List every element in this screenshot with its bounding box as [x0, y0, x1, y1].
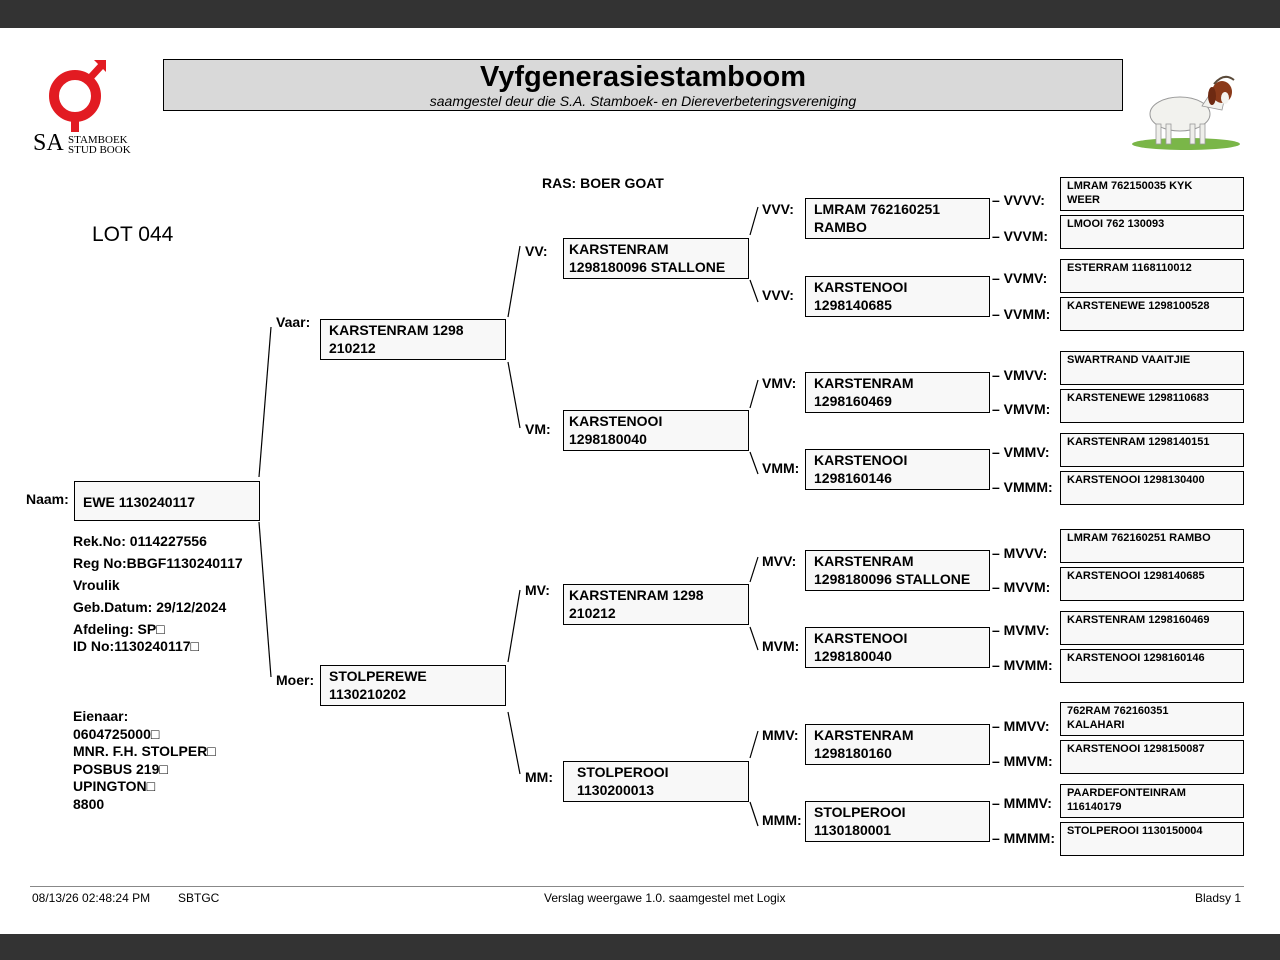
gen4-box-mvmv: KARSTENRAM 1298160469	[1060, 611, 1244, 645]
gen4-label-mvmv: – MVMV:	[992, 622, 1050, 638]
viewer-bottom-bar	[0, 934, 1280, 960]
gen2-label-vm: VM:	[525, 421, 551, 437]
gen2-box-mv: KARSTENRAM 1298 210212	[563, 584, 749, 625]
gen3-label-mvm: MVM:	[762, 638, 800, 654]
gen2-label-vv: VV:	[525, 243, 548, 259]
animal-name-box: EWE 1130240117	[74, 481, 260, 521]
gen4-label-mmvv: – MMVV:	[992, 718, 1050, 734]
stamboek-logo: SA STAMBOEK STUD BOOK	[30, 58, 140, 158]
footer-report: Verslag weergawe 1.0. saamgestel met Log…	[544, 891, 786, 905]
gen4-box-vvvv: LMRAM 762150035 KYK WEER	[1060, 177, 1244, 211]
gen4-box-vmvm: KARSTENEWE 1298110683	[1060, 389, 1244, 423]
owner-postcode: 8800	[73, 795, 105, 812]
gen2-box-vv: KARSTENRAM 1298180096 STALLONE	[563, 238, 749, 279]
gen3-box-mmm: STOLPEROOI 1130180001	[805, 801, 990, 842]
gen4-box-vmmm: KARSTENOOI 1298130400	[1060, 471, 1244, 505]
gen4-label-vvvv: – VVVV:	[992, 192, 1045, 208]
detail-section: Afdeling: SP□	[73, 621, 165, 637]
gen4-label-vvmv: – VVMV:	[992, 270, 1048, 286]
gender-symbol-icon	[49, 60, 106, 132]
sire-label: Vaar:	[276, 314, 311, 330]
gen4-box-vmmv: KARSTENRAM 1298140151	[1060, 433, 1244, 467]
detail-birth-date: Geb.Datum: 29/12/2024	[73, 599, 227, 615]
owner-block: Eienaar: 0604725000□ MNR. F.H. STOLPER□ …	[73, 708, 216, 813]
gen3-box-vvv-2: KARSTENOOI 1298140685	[805, 276, 990, 317]
footer-page: Bladsy 1	[1195, 891, 1242, 905]
gen2-box-vm: KARSTENOOI 1298180040	[563, 410, 749, 451]
gen4-box-mvmm: KARSTENOOI 1298160146	[1060, 649, 1244, 683]
owner-address: POSBUS 219□	[73, 760, 168, 777]
gen4-box-mmmm: STOLPEROOI 1130150004	[1060, 822, 1244, 856]
gen4-label-mvvv: – MVVV:	[992, 545, 1048, 561]
gen4-box-mmvv: 762RAM 762160351 KALAHARI	[1060, 702, 1244, 736]
gen4-box-mmmv: PAARDEFONTEINRAM 116140179	[1060, 784, 1244, 818]
owner-heading: Eienaar:	[73, 708, 129, 724]
gen4-box-vmvv: SWARTRAND VAAITJIE	[1060, 351, 1244, 385]
gen4-box-vvmm: KARSTENEWE 1298100528	[1060, 297, 1244, 331]
gen4-label-vvvm: – VVVM:	[992, 228, 1049, 244]
gen4-box-mvvv: LMRAM 762160251 RAMBO	[1060, 529, 1244, 563]
logo-sa-text: SA	[33, 130, 64, 156]
gen3-label-mmm: MMM:	[762, 812, 802, 828]
gen4-box-vvmv: ESTERRAM 1168110012	[1060, 259, 1244, 293]
footer-datetime: 08/13/26 02:48:24 PM	[32, 891, 151, 905]
breed-label: RAS: BOER GOAT	[542, 175, 664, 191]
gen3-label-vvv-2: VVV:	[762, 287, 794, 303]
dam-label: Moer:	[276, 672, 315, 688]
gen4-label-mmmm: – MMMM:	[992, 830, 1055, 846]
gen4-box-vvvm: LMOOI 762 130093	[1060, 215, 1244, 249]
footer-code: SBTGC	[178, 891, 220, 905]
gen3-label-mvv: MVV:	[762, 553, 797, 569]
boer-goat-illustration	[1132, 75, 1240, 150]
gen3-box-vmv: KARSTENRAM 1298160469	[805, 372, 990, 413]
footer-divider	[30, 886, 1244, 887]
name-label: Naam:	[26, 491, 69, 507]
gen4-label-vvmm: – VVMM:	[992, 306, 1051, 322]
lot-number: LOT 044	[92, 223, 174, 246]
gen3-box-mvv: KARSTENRAM 1298180096 STALLONE	[805, 550, 990, 591]
logo-studbook-text: STAMBOEK STUD BOOK	[68, 134, 131, 156]
gen3-label-mmv: MMV:	[762, 727, 799, 743]
gen3-box-vmm: KARSTENOOI 1298160146	[805, 449, 990, 490]
gen4-label-mvvm: – MVVM:	[992, 579, 1051, 595]
title-banner: Vyfgenerasiestamboom saamgestel deur die…	[163, 59, 1123, 111]
detail-reg-no: Reg No:BBGF1130240117	[73, 555, 243, 571]
gen4-label-vmmv: – VMMV:	[992, 444, 1050, 460]
page-title: Vyfgenerasiestamboom	[479, 61, 807, 93]
gen3-label-vmv: VMV:	[762, 375, 797, 391]
gen3-box-mvm: KARSTENOOI 1298180040	[805, 627, 990, 668]
owner-town: UPINGTON□	[73, 778, 156, 794]
gen4-label-mvmm: – MVMM:	[992, 657, 1053, 673]
gen2-box-mm: STOLPEROOI 1130200013	[563, 761, 749, 802]
sire-box: KARSTENRAM 1298 210212	[320, 319, 506, 360]
gen4-label-vmmm: – VMMM:	[992, 479, 1053, 495]
gen4-label-vmvv: – VMVV:	[992, 367, 1048, 383]
gen4-label-vmvm: – VMVM:	[992, 401, 1051, 417]
detail-id-no: ID No:1130240117□	[73, 638, 199, 654]
gen4-label-mmmv: – MMMV:	[992, 795, 1052, 811]
gen4-box-mvvm: KARSTENOOI 1298140685	[1060, 567, 1244, 601]
dam-box: STOLPEREWE 1130210202	[320, 665, 506, 706]
gen3-label-vmm: VMM:	[762, 460, 800, 476]
owner-number: 0604725000□	[73, 725, 160, 742]
gen3-box-vvv-1: LMRAM 762160251 RAMBO	[805, 198, 990, 239]
detail-sex: Vroulik	[73, 577, 120, 593]
gen3-box-mmv: KARSTENRAM 1298180160	[805, 724, 990, 765]
gen4-box-mmvm: KARSTENOOI 1298150087	[1060, 740, 1244, 774]
gen2-label-mv: MV:	[525, 582, 550, 598]
owner-name: MNR. F.H. STOLPER□	[73, 743, 216, 759]
gen3-label-vvv-1: VVV:	[762, 201, 794, 217]
viewer-top-bar	[0, 0, 1280, 28]
detail-rek-no: Rek.No: 0114227556	[73, 533, 207, 549]
gen4-label-mmvm: – MMVM:	[992, 753, 1053, 769]
page-subtitle: saamgestel deur die S.A. Stamboek- en Di…	[429, 93, 857, 109]
gen2-label-mm: MM:	[525, 769, 553, 785]
